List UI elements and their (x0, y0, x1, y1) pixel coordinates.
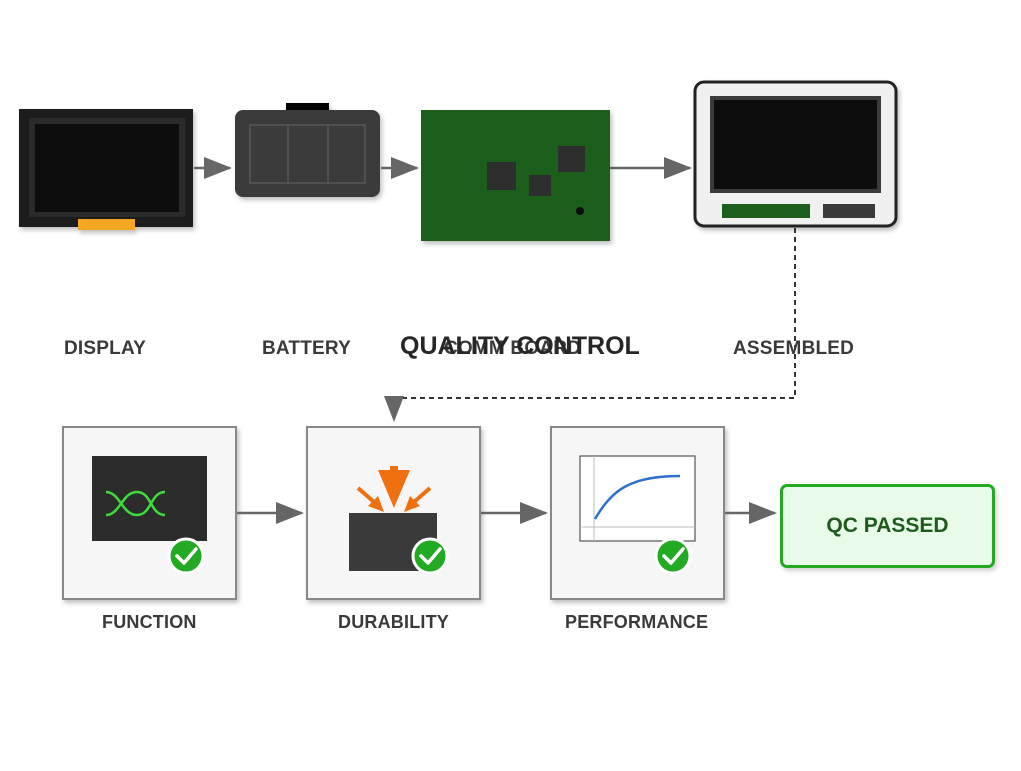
battery-label: BATTERY (262, 338, 352, 359)
function-label: FUNCTION (102, 612, 197, 632)
battery-module (235, 103, 380, 197)
performance-test-box (550, 426, 725, 600)
performance-label: PERFORMANCE (565, 612, 709, 632)
quality-control-title: QUALITY CONTROL (400, 332, 640, 360)
durability-label: DURABILITY (338, 612, 449, 632)
display-label: DISPLAY (64, 338, 147, 359)
durability-test-box (306, 426, 481, 600)
function-test-box (62, 426, 237, 600)
comm-board-label: COMM BOARD (444, 338, 582, 359)
assembled-label: ASSEMBLED (733, 338, 855, 359)
display-connector-tab (78, 219, 135, 230)
impact-arrows-icon (356, 466, 432, 512)
dashed-arrow-head (384, 396, 404, 422)
check-icon (167, 537, 205, 575)
check-icon (411, 537, 449, 575)
qc-passed-label: QC PASSED (826, 514, 949, 537)
dashed-flow-line (393, 228, 796, 418)
qc-passed-box: QC PASSED (780, 484, 995, 568)
comm-board-module (421, 110, 610, 241)
assembled-device (693, 80, 898, 228)
signal-wave-icon (105, 490, 166, 517)
performance-curve-icon (593, 474, 681, 520)
display-module (19, 109, 193, 230)
check-icon (654, 537, 692, 575)
